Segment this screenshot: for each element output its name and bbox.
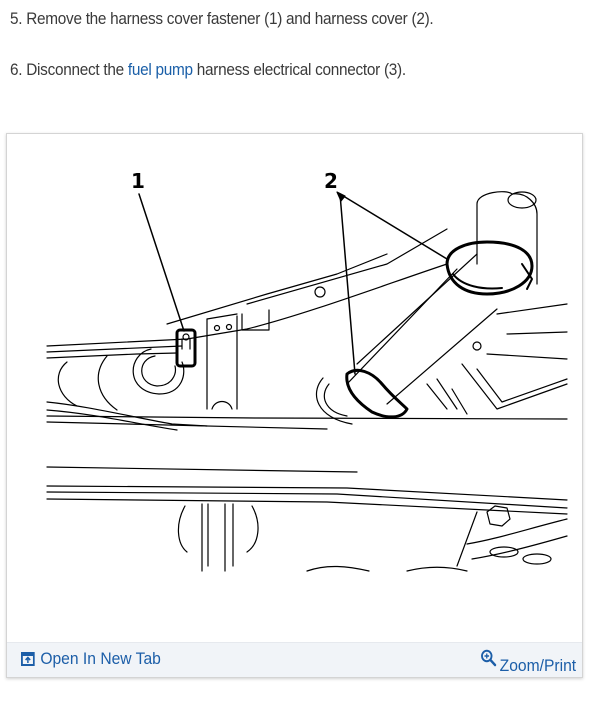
figure-card: 1 2: [6, 133, 583, 678]
step-5-text: Remove the harness cover fastener (1) an…: [26, 10, 434, 28]
zoom-print-label: Zoom/Print: [499, 656, 576, 675]
step-5-number: 5.: [10, 10, 23, 28]
callout-2: 2: [324, 169, 338, 193]
zoom-print-link[interactable]: Zoom/Print: [480, 649, 576, 676]
step-6-text-before: Disconnect the: [26, 61, 124, 79]
open-in-new-tab-link[interactable]: Open In New Tab: [21, 649, 161, 669]
fuel-pump-link[interactable]: fuel pump: [127, 61, 193, 79]
figure-footer: Open In New Tab Zoom/Print: [7, 642, 582, 677]
open-in-new-tab-label: Open In New Tab: [40, 649, 161, 668]
zoom-in-magnifier-icon: [480, 649, 497, 667]
step-6: 6. Disconnect the fuel pump harness elec…: [10, 61, 406, 80]
callout-1: 1: [131, 169, 145, 193]
step-6-text-after: harness electrical connector (3).: [196, 61, 406, 79]
open-new-tab-icon: [21, 652, 35, 666]
fuel-pump-harness-diagram: 1 2: [46, 169, 568, 572]
step-5: 5. Remove the harness cover fastener (1)…: [10, 10, 434, 29]
step-6-number: 6.: [10, 61, 23, 79]
